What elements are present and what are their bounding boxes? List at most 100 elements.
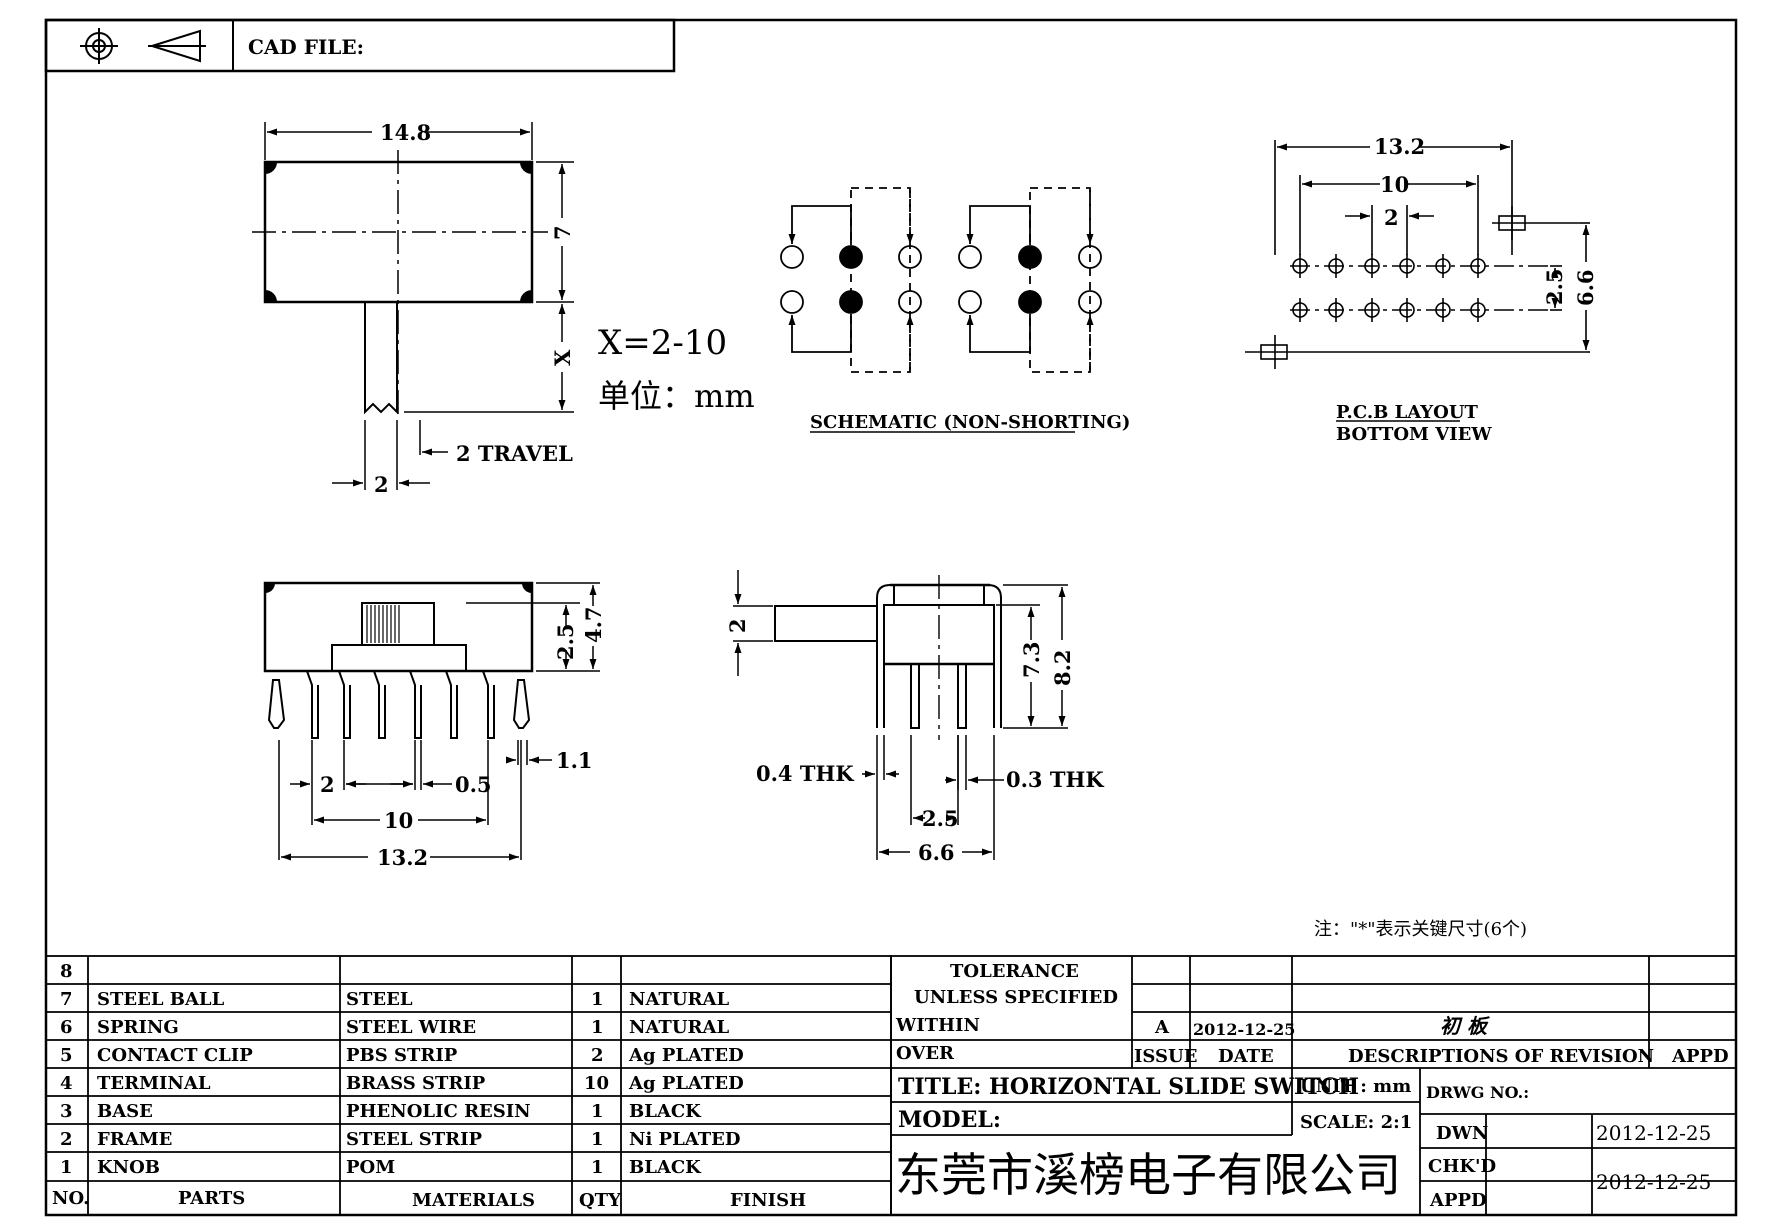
drawn-date: 2012-12-25	[1596, 1121, 1711, 1145]
bom-row-7-qty: 1	[591, 989, 604, 1010]
pcb-label-line2: BOTTOM VIEW	[1336, 424, 1492, 445]
bom-row-3-part: BASE	[97, 1101, 153, 1122]
bom-table: 8 7 STEEL BALL STEEL 1 NATURAL 6 SPRING …	[45, 955, 892, 1216]
side-height-b-dim: 8.2	[1050, 649, 1075, 686]
tolerance-within: WITHIN	[895, 1015, 980, 1036]
bom-row-6-material: STEEL WIRE	[346, 1017, 476, 1038]
bom-row-2-no: 2	[60, 1129, 73, 1150]
bom-row-6-no: 6	[60, 1017, 73, 1038]
schematic-diagram	[780, 187, 1102, 433]
bom-row-1-material: POM	[346, 1157, 395, 1178]
title-block: TOLERANCE UNLESS SPECIFIED WITHIN OVER A…	[890, 955, 1737, 1216]
unit-label: UNIT : mm	[1300, 1076, 1411, 1097]
side-row-dim: 2.5	[922, 806, 959, 831]
top-view	[252, 122, 574, 490]
bom-row-4-part: TERMINAL	[97, 1073, 211, 1094]
date-label: DATE	[1218, 1046, 1274, 1067]
front-pitch-dim: 2	[320, 772, 335, 797]
bom-row-7-part: STEEL BALL	[97, 989, 225, 1010]
pcb-pad-row-bottom	[1292, 298, 1486, 322]
pcb-span-dim: 10	[1380, 172, 1409, 197]
bom-row-7-no: 7	[60, 989, 73, 1010]
bom-row-6-part: SPRING	[97, 1017, 179, 1038]
drawing-title: TITLE: HORIZONTAL SLIDE SWITCH	[898, 1074, 1359, 1100]
side-thk-right-dim: 0.3 THK	[1006, 767, 1104, 792]
pcb-outer-dim: 6.6	[1573, 269, 1598, 306]
side-view	[733, 570, 1068, 860]
scale-label: SCALE: 2:1	[1300, 1112, 1412, 1133]
front-gap-dim: 0.5	[455, 772, 492, 797]
cad-file-label: CAD FILE:	[248, 35, 364, 59]
bom-row-6-qty: 1	[591, 1017, 604, 1038]
checked-date: 2012-12-25	[1596, 1170, 1711, 1194]
side-thk-left-dim: 0.4 THK	[756, 761, 854, 786]
bom-row-4-qty: 10	[584, 1073, 609, 1094]
bom-row-2-qty: 1	[591, 1129, 604, 1150]
bom-header-qty: QTY	[579, 1190, 622, 1211]
bom-row-3-finish: BLACK	[629, 1101, 702, 1122]
bom-row-1-part: KNOB	[97, 1157, 160, 1178]
revision-letter: A	[1154, 1017, 1170, 1038]
side-knob-dim: 2	[725, 618, 750, 633]
pcb-layout	[1245, 140, 1590, 369]
bom-row-4-no: 4	[60, 1073, 73, 1094]
front-height-b-dim: 4.7	[581, 606, 606, 643]
schematic-label: SCHEMATIC (NON-SHORTING)	[810, 412, 1130, 433]
tolerance-over: OVER	[896, 1043, 955, 1064]
front-height-a-dim: 2.5	[553, 623, 578, 660]
bom-row-2-material: STEEL STRIP	[346, 1129, 483, 1150]
front-tab-dim: 1.1	[556, 748, 593, 773]
descriptions-of-revision-label: DESCRIPTIONS OF REVISION	[1348, 1046, 1654, 1067]
company-name: 东莞市溪榜电子有限公司	[895, 1148, 1401, 1202]
front-width-dim: 13.2	[377, 845, 428, 870]
top-height-dim: 7	[550, 225, 575, 240]
key-dimension-note: 注："*"表示关键尺寸(6个)	[1314, 919, 1527, 940]
pcb-pad-row-top	[1292, 254, 1486, 278]
bom-row-2-part: FRAME	[97, 1129, 172, 1150]
bom-row-3-no: 3	[60, 1101, 73, 1122]
bom-row-6-finish: NATURAL	[629, 1017, 729, 1038]
checked-label: CHK'D	[1428, 1156, 1496, 1177]
bom-row-5-material: PBS STRIP	[346, 1045, 458, 1066]
drawn-label: DWN	[1436, 1123, 1488, 1144]
bom-rows: 8 7 STEEL BALL STEEL 1 NATURAL 6 SPRING …	[52, 961, 806, 1211]
revision-description: 初 板	[1440, 1014, 1490, 1038]
bom-row-5-qty: 2	[591, 1045, 604, 1066]
bom-row-7-finish: NATURAL	[629, 989, 729, 1010]
top-width-dim: 14.8	[380, 120, 431, 145]
approved-label: APPD	[1429, 1190, 1487, 1211]
header-box: CAD FILE:	[44, 18, 676, 73]
top-travel-dim: 2 TRAVEL	[456, 441, 573, 466]
bom-header-parts: PARTS	[178, 1188, 245, 1209]
top-knob-width-dim: 2	[374, 472, 389, 497]
model-label: MODEL:	[898, 1107, 1001, 1133]
revision-date: 2012-12-25	[1193, 1020, 1295, 1039]
bom-row-5-part: CONTACT CLIP	[97, 1045, 253, 1066]
bom-row-1-finish: BLACK	[629, 1157, 702, 1178]
unit-note: 单位：mm	[598, 377, 755, 415]
pcb-pitch-dim: 2	[1384, 205, 1399, 230]
pcb-width-dim: 13.2	[1374, 134, 1425, 159]
bom-row-5-no: 5	[60, 1045, 73, 1066]
bom-row-8-no: 8	[60, 961, 73, 982]
schematic-pole-1	[780, 187, 922, 373]
pcb-label-line1: P.C.B LAYOUT	[1336, 402, 1479, 423]
bom-row-3-qty: 1	[591, 1101, 604, 1122]
tolerance-line2: UNLESS SPECIFIED	[914, 987, 1118, 1008]
front-view	[263, 581, 600, 861]
drawing-number-label: DRWG NO.:	[1426, 1083, 1529, 1102]
side-width-dim: 6.6	[918, 840, 955, 865]
side-height-a-dim: 7.3	[1019, 641, 1044, 678]
x-range-note: X=2-10	[598, 323, 727, 363]
top-knob-length-dim: X	[550, 349, 575, 366]
pcb-row-pitch-dim: 2.5	[1542, 268, 1567, 305]
schematic-pole-2	[958, 187, 1102, 373]
issue-label: ISSUE	[1134, 1046, 1197, 1067]
bom-header-finish: FINISH	[730, 1190, 806, 1211]
bom-row-4-finish: Ag PLATED	[628, 1073, 744, 1094]
bom-row-2-finish: Ni PLATED	[629, 1129, 740, 1150]
tolerance-line1: TOLERANCE	[950, 961, 1079, 982]
bom-row-4-material: BRASS STRIP	[346, 1073, 486, 1094]
bom-row-3-material: PHENOLIC RESIN	[346, 1101, 531, 1122]
